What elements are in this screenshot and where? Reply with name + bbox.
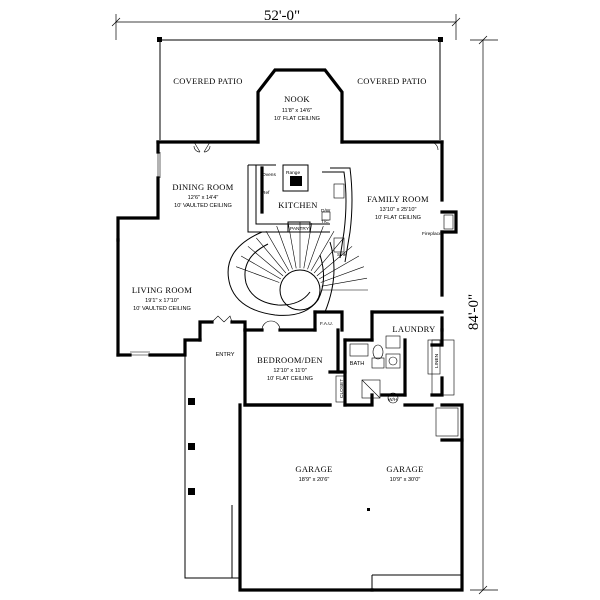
laundry-name: LAUNDRY [392, 324, 435, 334]
entry-porch [184, 355, 240, 579]
fireplace-label: Fireplace [422, 231, 442, 237]
bedroom-ceiling: 10' FLAT CEILING [267, 376, 313, 382]
bath-fixtures [335, 335, 441, 404]
entry-name: ENTRY [216, 352, 235, 358]
stair-tread [276, 225, 293, 270]
living-ceiling: 10' VAULTED CEILING [133, 306, 191, 312]
room-label-dining: DINING ROOM 12'6" x 14'4" 10' VAULTED CE… [172, 182, 233, 209]
interior-walls [198, 166, 444, 407]
bedroom-name: BEDROOM/DEN [257, 355, 323, 365]
sink-label: Sink [337, 252, 347, 258]
family-name: FAMILY ROOM [367, 194, 429, 204]
room-label-living: LIVING ROOM 19'1" x 17'10" 10' VAULTED C… [132, 285, 192, 312]
room-label-nook: NOOK 11'8" x 14'6" 10' FLAT CEILING [274, 94, 320, 122]
stair-tread [235, 266, 280, 283]
garage-right-size: 10'9" x 30'0" [390, 477, 421, 483]
patio-doors [193, 141, 439, 153]
patio-outline [157, 37, 443, 140]
stair-tread [313, 237, 344, 274]
range-label: Range [286, 170, 300, 176]
room-label-covered-patio-right: COVERED PATIO [357, 76, 426, 86]
garage-details [367, 339, 462, 590]
depth-dimension-label: 84'-0" [466, 294, 482, 330]
stair-tread [256, 237, 287, 274]
stair-tread [316, 246, 353, 277]
tc-label: T/C [321, 219, 329, 225]
dining-name: DINING ROOM [172, 182, 233, 192]
width-dimension-label: 52'-0" [264, 8, 300, 24]
family-ceiling: 10' FLAT CEILING [375, 215, 421, 221]
garage-left-name: GARAGE [295, 464, 332, 474]
room-label-covered-patio-left: COVERED PATIO [173, 76, 242, 86]
room-label-laundry: LAUNDRY [392, 324, 435, 334]
exterior-walls [116, 68, 464, 592]
nook-name: NOOK [284, 94, 310, 104]
stair-tread [320, 266, 365, 283]
room-label-family: FAMILY ROOM 13'10" x 25'10" 10' FLAT CEI… [367, 194, 429, 221]
stair-tread [310, 230, 335, 272]
garage-left-size: 18'9" x 20'6" [299, 477, 330, 483]
stair-tread [321, 277, 368, 287]
kitchen-name: KITCHEN [278, 200, 317, 210]
covered-patio-right-name: COVERED PATIO [357, 76, 426, 86]
ref-label: Ref [262, 190, 270, 196]
living-openings [130, 152, 281, 356]
kitchen-fixtures [247, 164, 353, 263]
ovens-label: Ovens [262, 172, 276, 178]
dining-size: 12'6" x 14'4" [188, 195, 219, 201]
spiral-staircase [227, 222, 368, 316]
linen-label: LINEN [434, 353, 440, 368]
dining-ceiling: 10' VAULTED CEILING [174, 203, 232, 209]
stair-tread [240, 255, 282, 280]
fau-label: F.A.U. [320, 321, 333, 327]
nook-size: 11'8" x 14'6" [282, 108, 312, 114]
room-label-garage-right: GARAGE 10'9" x 30'0" [386, 464, 423, 483]
fireplace [440, 210, 458, 234]
dw-label: D/W [321, 208, 331, 214]
room-label-garage-left: GARAGE 18'9" x 20'6" [295, 464, 332, 483]
room-label-bath: BATH [350, 361, 365, 367]
stair-tread [303, 222, 313, 269]
stair-tread [265, 230, 290, 272]
stair-tread [247, 246, 284, 277]
nook-ceiling: 10' FLAT CEILING [274, 116, 320, 122]
garage-right-name: GARAGE [386, 464, 423, 474]
room-label-kitchen: KITCHEN [278, 200, 317, 210]
living-size: 19'1" x 17'10" [145, 298, 179, 304]
covered-patio-left-name: COVERED PATIO [173, 76, 242, 86]
stair-tread [307, 225, 324, 270]
living-name: LIVING ROOM [132, 285, 192, 295]
width-dimension: 52'-0" [111, 8, 461, 40]
stair-tread [318, 255, 360, 280]
bedroom-size: 12'10" x 11'0" [273, 368, 306, 374]
stair-tread [287, 222, 297, 269]
family-size: 13'10" x 25'10" [380, 207, 417, 213]
room-label-bedroom: BEDROOM/DEN 12'10" x 11'0" 10' FLAT CEIL… [257, 355, 323, 382]
closet-label: CLOSET [339, 379, 345, 398]
bath-name: BATH [350, 361, 365, 367]
wh-label: W/H [388, 397, 398, 403]
pantry-label: PANTRY [290, 226, 310, 232]
room-label-entry: ENTRY [216, 352, 235, 358]
depth-dimension: 84'-0" [466, 35, 498, 595]
